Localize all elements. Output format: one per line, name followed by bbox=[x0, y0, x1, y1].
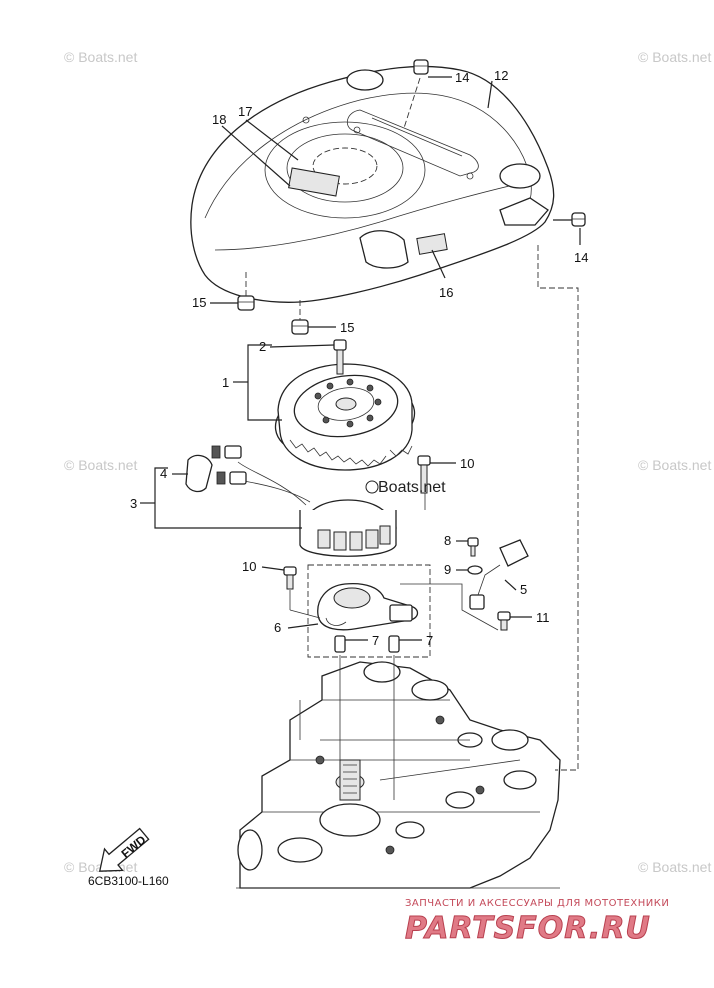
grommet-14-right bbox=[571, 212, 586, 227]
engine-block bbox=[236, 661, 561, 889]
callout-9: 9 bbox=[444, 562, 451, 577]
grommet-15-left bbox=[237, 295, 255, 311]
footer-banner: ЗАПЧАСТИ И АКСЕССУАРЫ ДЛЯ МОТОТЕХНИКИ bbox=[405, 898, 669, 909]
callout-6: 6 bbox=[274, 620, 281, 635]
pulser-base bbox=[307, 564, 431, 658]
pulser-bolt bbox=[497, 611, 511, 631]
callout-4: 4 bbox=[160, 466, 167, 481]
leader-lines bbox=[140, 76, 581, 800]
watermark-mid-left: © Boats.net bbox=[64, 457, 137, 473]
flywheel bbox=[274, 363, 416, 471]
callout-7-right: 7 bbox=[426, 633, 433, 648]
watermark-bottom-right: © Boats.net bbox=[638, 859, 711, 875]
grommet-14-top bbox=[413, 59, 429, 75]
diagram-code: 6CB3100-L160 bbox=[88, 874, 169, 888]
watermark-top-left: © Boats.net bbox=[64, 49, 137, 65]
footer-brand-logo: PARTSFOR.RU bbox=[405, 911, 651, 946]
base-screw bbox=[283, 566, 297, 590]
callout-2: 2 bbox=[259, 339, 266, 354]
callout-17: 17 bbox=[238, 104, 252, 119]
callout-14-right: 14 bbox=[574, 250, 588, 265]
callout-15-right: 15 bbox=[340, 320, 354, 335]
watermark-top-right: © Boats.net bbox=[638, 49, 711, 65]
stator bbox=[211, 445, 397, 557]
callout-7-left: 7 bbox=[372, 633, 379, 648]
callout-8: 8 bbox=[444, 533, 451, 548]
callout-3: 3 bbox=[130, 496, 137, 511]
fwd-arrow-icon bbox=[98, 827, 150, 872]
callout-16: 16 bbox=[439, 285, 453, 300]
callout-12: 11 bbox=[536, 610, 550, 625]
callout-10: 10 bbox=[460, 456, 474, 471]
watermark-center: Boats.net bbox=[378, 479, 446, 496]
callout-18: 18 bbox=[212, 112, 226, 127]
flywheel-bolt bbox=[333, 339, 347, 375]
grommet-15-right bbox=[291, 319, 309, 335]
callout-13: 12 bbox=[494, 68, 508, 83]
pulser-coil bbox=[469, 539, 529, 610]
copyright-icon bbox=[365, 480, 379, 494]
callout-15-left: 15 bbox=[192, 295, 206, 310]
pulser-screw bbox=[467, 537, 479, 557]
stator-bolt bbox=[417, 455, 431, 494]
pulser-washer bbox=[467, 565, 483, 575]
callout-14-top: 14 bbox=[455, 70, 469, 85]
callout-5: 5 bbox=[520, 582, 527, 597]
flywheel-cover bbox=[190, 65, 555, 303]
callout-1: 1 bbox=[222, 375, 229, 390]
callout-11: 10 bbox=[242, 559, 256, 574]
watermark-mid-right: © Boats.net bbox=[638, 457, 711, 473]
cable-clamp bbox=[185, 454, 213, 493]
